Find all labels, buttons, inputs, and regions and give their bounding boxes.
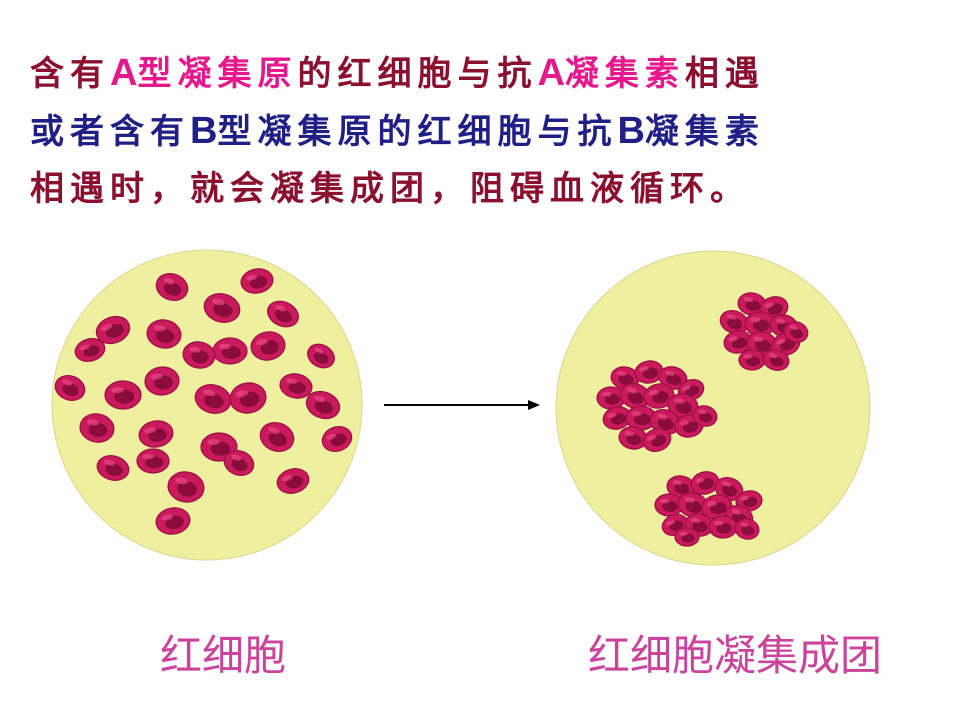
red-blood-cell — [643, 383, 675, 409]
red-blood-cell — [708, 515, 738, 539]
red-blood-cell — [738, 349, 766, 371]
red-blood-cell — [305, 390, 341, 420]
red-blood-cell — [259, 422, 295, 452]
seg: 含有 — [30, 54, 110, 94]
arrow — [384, 400, 540, 410]
left-dish — [51, 249, 363, 561]
red-blood-cell — [79, 413, 115, 443]
red-blood-cell — [138, 420, 174, 448]
red-blood-cell — [279, 373, 313, 399]
text-line-2: 或者含有B型凝集原的红细胞与抗B凝集素 — [30, 102, 930, 160]
red-blood-cell — [734, 518, 760, 540]
red-blood-cell — [182, 341, 216, 369]
red-blood-cell — [240, 268, 274, 294]
red-blood-cell — [155, 273, 189, 301]
cell-cluster — [719, 292, 809, 371]
arrow-head — [528, 400, 540, 410]
red-blood-cell — [203, 293, 241, 323]
red-blood-cell — [307, 343, 335, 369]
red-blood-cell — [618, 426, 648, 450]
red-blood-cell — [634, 360, 664, 384]
red-blood-cell — [167, 471, 205, 503]
red-blood-cell — [267, 300, 299, 328]
cell-cluster — [596, 360, 718, 452]
red-blood-cell — [692, 405, 718, 427]
seg: 或者含有 — [30, 112, 190, 152]
seg: 凝集素 — [564, 54, 685, 94]
red-blood-cell — [677, 492, 709, 518]
red-blood-cell — [96, 455, 130, 481]
seg: 型凝集原 — [137, 54, 298, 94]
red-blood-cell — [223, 450, 255, 476]
seg: A — [537, 52, 565, 94]
seg: 型凝集原的红细胞与抗 — [217, 112, 618, 152]
red-blood-cell — [719, 310, 749, 334]
red-blood-cell — [762, 349, 790, 371]
red-blood-cell — [649, 409, 681, 435]
red-blood-cell — [674, 527, 700, 547]
red-blood-cell — [654, 493, 684, 517]
text-line-1: 含有A型凝集原的红细胞与抗A凝集素相遇 — [30, 44, 930, 102]
red-blood-cell — [74, 338, 106, 362]
red-blood-cell — [642, 428, 672, 452]
red-blood-cell — [667, 393, 699, 419]
red-blood-cell — [95, 315, 131, 345]
text-line-3: 相遇时，就会凝集成团，阻碍血液循环。 — [30, 160, 930, 218]
seg: A — [110, 52, 138, 94]
red-blood-cell — [155, 507, 191, 535]
red-blood-cell — [146, 319, 182, 349]
caption-red-cells: 红细胞 — [160, 631, 287, 680]
red-blood-cell — [144, 366, 180, 396]
red-blood-cell — [701, 494, 733, 520]
seg: 相遇时，就会凝集成团，阻碍血液循环。 — [30, 169, 750, 209]
description-text: 含有A型凝集原的红细胞与抗A凝集素相遇 或者含有B型凝集原的红细胞与抗B凝集素 … — [30, 44, 930, 218]
seg: 的红细胞与抗 — [297, 54, 538, 94]
red-blood-cell — [136, 448, 170, 474]
seg: 相遇 — [684, 54, 765, 94]
red-blood-cell — [783, 321, 809, 343]
red-blood-cell — [714, 477, 744, 501]
red-blood-cell — [690, 471, 720, 495]
red-blood-cell — [54, 375, 86, 401]
seg: 凝集素 — [644, 112, 765, 152]
cell-cluster — [654, 471, 763, 547]
red-blood-cell — [104, 380, 142, 410]
red-blood-cell — [250, 331, 286, 361]
caption-agglutinated: 红细胞凝集成团 — [588, 631, 883, 680]
red-blood-cell — [212, 337, 248, 365]
seg: B — [190, 110, 218, 152]
red-blood-cell — [321, 426, 353, 452]
right-dish — [555, 250, 871, 566]
red-blood-cell — [276, 468, 310, 494]
red-blood-cell — [229, 382, 267, 414]
seg: B — [617, 110, 645, 152]
